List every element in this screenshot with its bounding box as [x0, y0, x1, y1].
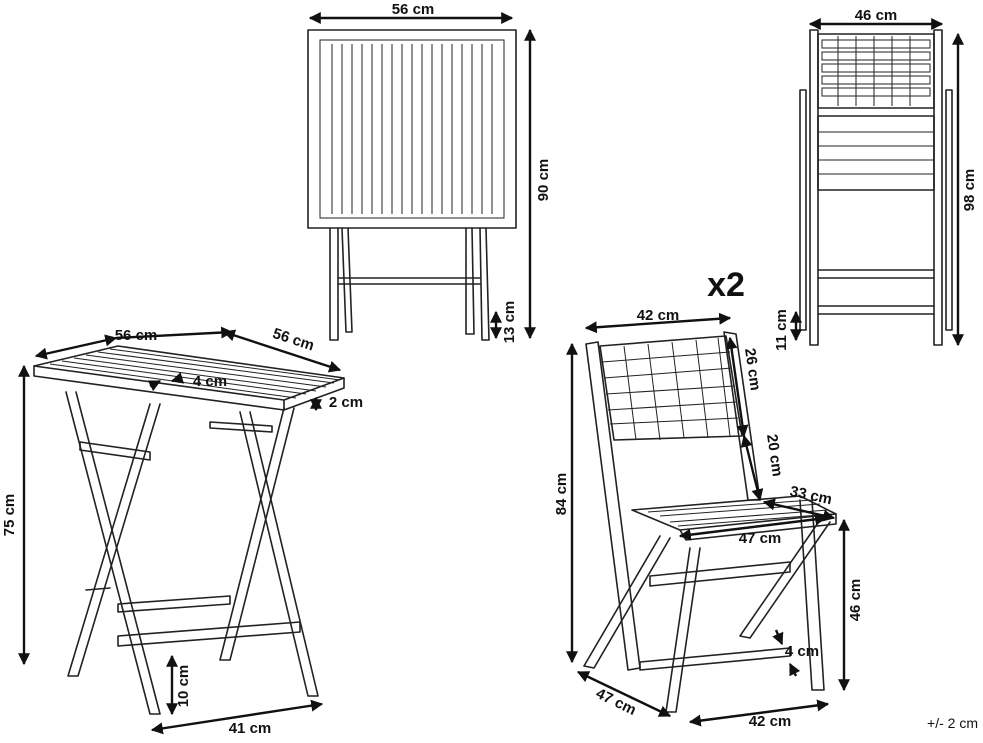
folded-chair-drawing — [799, 29, 953, 346]
chair-seat-height-label: 46 cm — [847, 579, 864, 622]
table-bar-height-label: 10 cm — [175, 665, 192, 708]
chair-seat-width-label: 47 cm — [739, 530, 782, 547]
chair-bar-height-label: 4 cm — [785, 643, 819, 660]
table-base-width-label: 41 cm — [229, 720, 272, 737]
folded-table-height-label: 90 cm — [535, 159, 552, 202]
table-height-label: 75 cm — [1, 494, 18, 537]
tolerance-note: +/- 2 cm — [927, 715, 978, 731]
chair-back-height-label: 26 cm — [741, 347, 764, 391]
folded-chair-width-label: 46 cm — [855, 7, 898, 24]
chair-back-to-seat-label: 20 cm — [763, 433, 786, 477]
chair-back-width-label: 42 cm — [637, 307, 680, 324]
table-drawing — [33, 345, 345, 715]
chair-total-height-label: 84 cm — [553, 473, 570, 516]
table-top-thickness-label: 2 cm — [329, 394, 363, 411]
chair-quantity-label: x2 — [707, 266, 745, 304]
table-width-label: 56 cm — [115, 327, 158, 344]
folded-table-drawing — [307, 29, 517, 341]
folded-table-width-label: 56 cm — [392, 1, 435, 18]
chair-base-width-label: 42 cm — [749, 713, 792, 730]
table-slat-gap-label: 4 cm — [193, 373, 227, 390]
folded-chair-height-label: 98 cm — [961, 169, 978, 212]
folded-chair-foot-label: 11 cm — [773, 309, 790, 351]
folded-table-foot-label: 13 cm — [501, 301, 518, 344]
